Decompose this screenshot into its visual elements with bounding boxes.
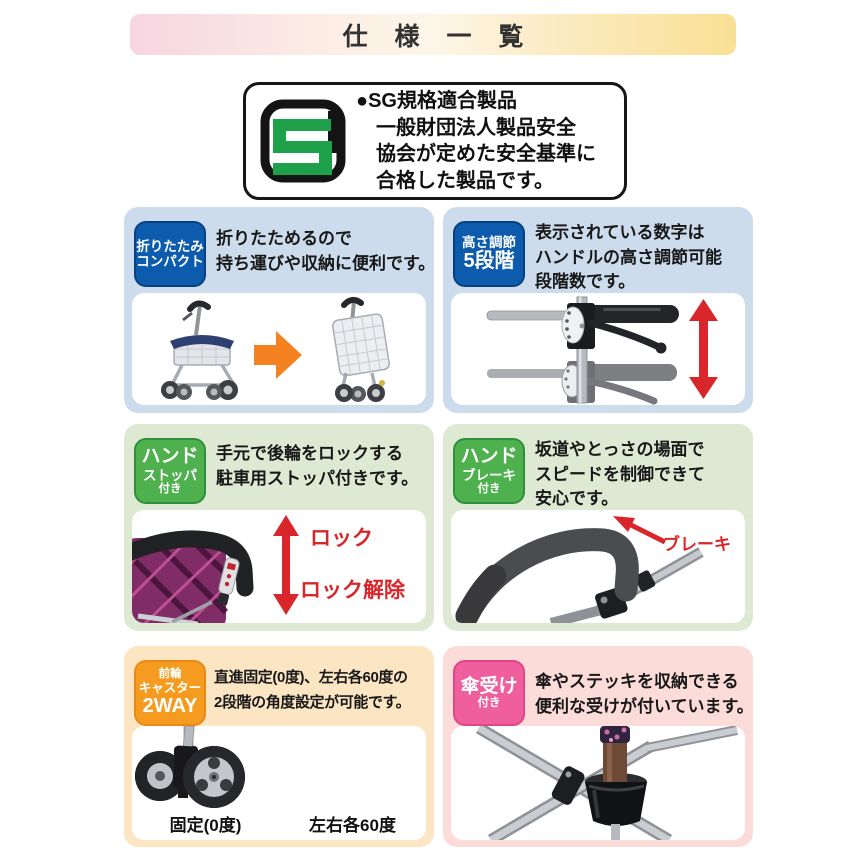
desc-line: 傘やステッキを収納できる	[535, 672, 739, 691]
photo-hand-stopper: ロック ロック解除	[132, 510, 426, 623]
page-title-banner: 仕 様 一 覧	[130, 14, 736, 55]
brake-bar-illustration	[455, 516, 704, 623]
panel-height-adjust: 高さ調節 5段階 表示されている数字は ハンドルの高さ調節可能 段階数です。	[443, 207, 753, 413]
caster-captions: 固定(0度) 左右各60度	[132, 811, 426, 836]
panel-caster-2way: 前輪 キャスター 2WAY 直進固定(0度)、左右各60度の 2段階の角度設定が…	[124, 646, 434, 847]
desc-line: ハンドルの高さ調節可能	[535, 247, 722, 267]
handle-upper	[486, 303, 679, 354]
desc-caster-2way: 直進固定(0度)、左右各60度の 2段階の角度設定が可能です。	[214, 666, 428, 715]
up-down-arrow-icon	[689, 299, 718, 399]
sg-line-2: 一般財団法人製品安全	[376, 116, 576, 139]
handle-height-illustration	[486, 296, 718, 405]
page-title: 仕 様 一 覧	[342, 22, 534, 51]
unlock-label: ロック解除	[300, 579, 405, 602]
photo-height-adjust	[451, 293, 745, 405]
badge-folding-compact: 折りたたみ コンパクト	[134, 221, 206, 287]
badge-line: ブレーキ	[462, 467, 516, 483]
sg-description: ●SG規格適合製品 一般財団法人製品安全 協会が定めた安全基準に 合格した製品で…	[356, 88, 596, 194]
badge-hand-brake: ハンド ブレーキ 付き	[453, 438, 525, 504]
brake-label: ブレーキ	[663, 535, 731, 554]
lock-label: ロック	[310, 527, 373, 550]
photo-folding-compact	[132, 293, 426, 405]
umbrella-holder-illustration	[475, 726, 738, 840]
desc-folding-compact: 折りたためるので 持ち運びや収納に便利です。	[216, 227, 436, 276]
desc-line: 直進固定(0度)、左右各60度の	[214, 669, 408, 686]
stopper-lever-illustration	[217, 557, 240, 606]
badge-line: 5段階	[463, 250, 515, 273]
fold-arrow-icon	[254, 331, 302, 379]
lock-arrow-icon	[273, 515, 299, 615]
handle-tube	[132, 530, 254, 597]
badge-height-adjust: 高さ調節 5段階	[453, 221, 525, 287]
desc-line: 安心です。	[535, 489, 619, 508]
desc-line: 坂道やとっさの場面で	[535, 440, 705, 459]
badge-umbrella-holder: 傘受け 付き	[453, 660, 525, 726]
badge-line: 付き	[477, 482, 501, 495]
badge-line: ハンド	[141, 446, 199, 468]
badge-line: ハンド	[460, 446, 518, 468]
badge-line: 傘受け	[460, 675, 518, 697]
badge-line: 付き	[158, 482, 182, 495]
desc-line: 段階数です。	[535, 272, 636, 291]
desc-line: 駐車用ストッパ付きです。	[216, 468, 419, 488]
desc-line: 2段階の角度設定が可能です。	[214, 693, 411, 711]
sg-mark-icon	[260, 99, 346, 183]
caster-swivel-illustration	[135, 726, 245, 808]
desc-hand-stopper: 手元で後輪をロックする 駐車用ストッパ付きです。	[216, 442, 428, 491]
badge-line: 折りたたみ	[136, 238, 204, 254]
caption-swivel: 左右各60度	[309, 816, 396, 835]
photo-hand-brake: ブレーキ	[451, 510, 745, 623]
badge-line: コンパクト	[136, 254, 204, 269]
desc-height-adjust: 表示されている数字は ハンドルの高さ調節可能 段階数です。	[535, 221, 747, 295]
badge-line: 2WAY	[142, 695, 198, 718]
desc-hand-brake: 坂道やとっさの場面で スピードを制御できて 安心です。	[535, 438, 747, 512]
caption-fixed: 固定(0度)	[169, 816, 242, 835]
desc-line: 持ち運びや収納に便利です。	[216, 253, 436, 273]
brake-arrow-icon	[613, 516, 667, 545]
desc-line: 手元で後輪をロックする	[216, 444, 403, 463]
badge-line: 高さ調節	[462, 235, 516, 251]
badge-line: 前輪	[158, 668, 182, 681]
sg-certification-box: ●SG規格適合製品 一般財団法人製品安全 協会が定めた安全基準に 合格した製品で…	[243, 82, 627, 200]
photo-caster-2way: 固定(0度) 左右各60度	[132, 726, 426, 840]
badge-hand-stopper: ハンド ストッパ 付き	[134, 438, 206, 504]
folding-cart-illustration	[161, 297, 390, 402]
desc-line: 折りたためるので	[216, 229, 352, 248]
cart-folded-illustration	[332, 297, 390, 402]
sg-line-3: 協会が定めた安全基準に	[376, 143, 596, 165]
panel-hand-stopper: ハンド ストッパ 付き 手元で後輪をロックする 駐車用ストッパ付きです。	[124, 424, 434, 631]
panel-umbrella-holder: 傘受け 付き 傘やステッキを収納できる 便利な受けが付いています。	[443, 646, 754, 847]
desc-line: スピードを制御できて	[535, 464, 705, 484]
badge-caster-2way: 前輪 キャスター 2WAY	[134, 660, 206, 726]
stopper-illustration	[132, 515, 299, 623]
panel-hand-brake: ハンド ブレーキ 付き 坂道やとっさの場面で スピードを制御できて 安心です。	[443, 424, 753, 631]
badge-line: キャスター	[138, 681, 202, 696]
desc-line: 便利な受けが付いています。	[535, 696, 754, 716]
panel-folding-compact: 折りたたみ コンパクト 折りたためるので 持ち運びや収納に便利です。	[124, 207, 436, 413]
sg-line-1: ●SG規格適合製品	[356, 90, 517, 112]
badge-line: 付き	[477, 697, 501, 710]
cup-holder-illustration	[585, 782, 647, 826]
badge-line: ストッパ	[143, 467, 197, 483]
sg-line-4: 合格した製品です。	[376, 169, 554, 192]
desc-line: 表示されている数字は	[535, 223, 705, 242]
cart-open-illustration	[161, 300, 238, 400]
photo-umbrella-holder	[451, 726, 745, 840]
desc-umbrella-holder: 傘やステッキを収納できる 便利な受けが付いています。	[535, 670, 754, 719]
